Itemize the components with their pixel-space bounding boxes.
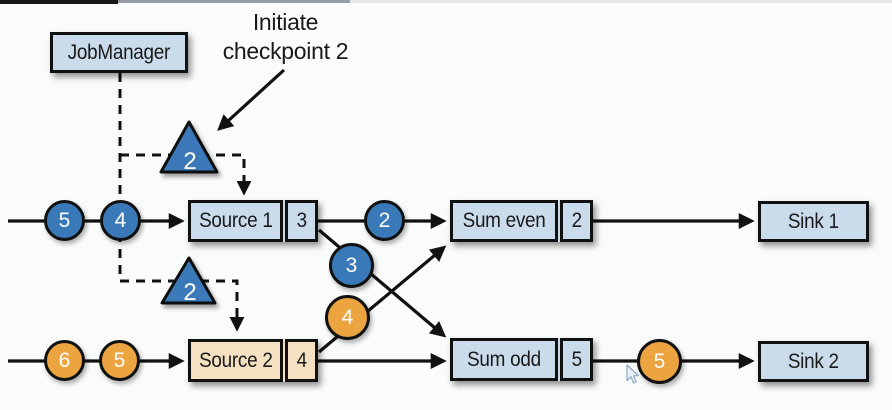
- sum-even-label: Sum even: [462, 209, 546, 232]
- source2-checkpoint-value: 4: [296, 348, 307, 372]
- operator-sink2: Sink 2: [758, 341, 869, 382]
- barrier-triangle-2: [160, 256, 217, 305]
- barrier-triangle-1: [159, 120, 219, 174]
- mouse-cursor: [626, 364, 639, 384]
- jobmanager-label: JobManager: [67, 40, 171, 64]
- sum-even-checkpoint-value: 2: [571, 209, 582, 232]
- sink2-label: Sink 2: [788, 349, 839, 373]
- annotation-arrow: [217, 68, 286, 131]
- record-source1-to-sumodd: 3: [329, 243, 374, 288]
- operator-sum-odd: Sum odd 5: [450, 338, 593, 381]
- annotation-initiate-checkpoint: Initiate checkpoint 2: [198, 8, 373, 66]
- sink1-label: Sink 1: [788, 209, 839, 233]
- record-source2-input-inner: 5: [99, 340, 140, 381]
- barrier-1-label: 2: [183, 148, 196, 175]
- sum-odd-label: Sum odd: [467, 347, 541, 371]
- record-sumodd-output: 5: [637, 339, 682, 384]
- record-source1-output: 2: [364, 200, 405, 241]
- annotation-line-1: Initiate: [252, 9, 319, 35]
- operator-sum-even: Sum even 2: [450, 200, 593, 242]
- screen-edge-artifact: [0, 0, 118, 4]
- operator-source1: Source 1 3: [188, 200, 318, 242]
- screen-edge-artifact: [350, 0, 892, 3]
- operator-sink1: Sink 1: [758, 201, 869, 242]
- record-source1-input-inner: 4: [100, 200, 141, 241]
- barrier-line-to-source2: [120, 279, 245, 332]
- source1-label: Source 1: [198, 209, 273, 232]
- jobmanager-box: JobManager: [50, 32, 188, 73]
- operator-source2: Source 2 4: [188, 339, 318, 382]
- record-source2-input-outer: 6: [44, 340, 85, 381]
- source2-label: Source 2: [198, 348, 273, 372]
- sum-odd-checkpoint-value: 5: [571, 347, 582, 371]
- source1-checkpoint-value: 3: [296, 209, 307, 232]
- record-source1-input-outer: 5: [44, 200, 85, 241]
- record-source2-to-sumeven: 4: [325, 295, 370, 340]
- barrier-2-label: 2: [183, 279, 196, 306]
- screen-edge-artifact: [118, 0, 350, 3]
- annotation-line-2: checkpoint 2: [222, 38, 349, 64]
